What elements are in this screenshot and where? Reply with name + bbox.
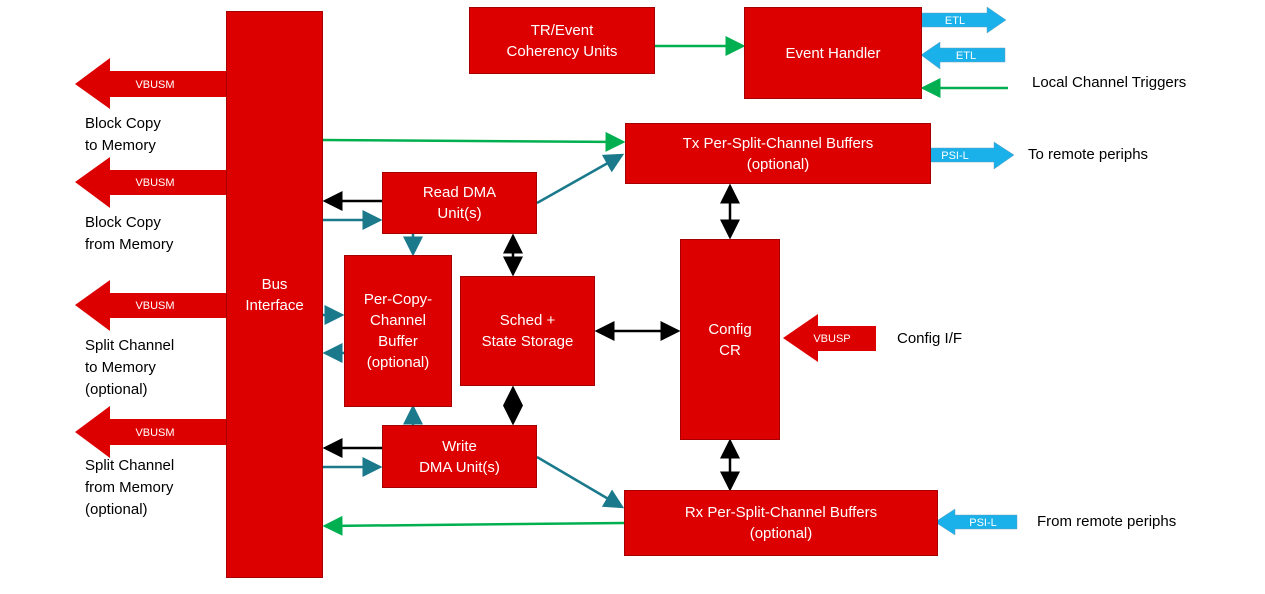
wire-read-dma-to-tx	[536, 153, 625, 205]
vbusm-arrow-split-from: VBUSM	[75, 406, 227, 458]
wire-rx-to-bus	[322, 515, 625, 536]
svg-text:VBUSM: VBUSM	[135, 427, 174, 439]
label-local-channel-triggers: Local Channel Triggers	[1032, 74, 1187, 91]
label-from-remote-periphs: From remote periphs	[1037, 513, 1177, 530]
vbusm-arrow-split-to: VBUSM	[75, 280, 227, 331]
psil-in-arrow: PSI-L	[934, 508, 1018, 536]
bus-interface-label: Bus Interface	[245, 276, 304, 314]
config-cr-block: Config CR	[680, 239, 780, 440]
label-block-copy-from-memory: Block Copy from Memory	[85, 214, 174, 253]
wire-write-dma-to-rx	[536, 455, 625, 509]
event-handler-block: Event Handler	[744, 7, 922, 99]
label-block-copy-to-memory: Block Copy to Memory	[85, 115, 161, 154]
psil-out-arrow: PSI-L	[929, 141, 1015, 170]
per-copy-buffer-block: Per-Copy- Channel Buffer (optional)	[344, 255, 452, 407]
etl-out-arrow: ETL	[921, 6, 1007, 34]
svg-text:VBUSM: VBUSM	[135, 300, 174, 312]
label-split-channel-to-memory: Split Channel to Memory (optional)	[85, 337, 175, 398]
svg-text:VBUSM: VBUSM	[135, 177, 174, 189]
sched-state-block: Sched + State Storage	[460, 276, 595, 386]
label-to-remote-periphs: To remote periphs	[1028, 146, 1149, 163]
svg-text:PSI-L: PSI-L	[941, 150, 969, 162]
label-config-if: Config I/F	[897, 330, 963, 347]
svg-text:VBUSP: VBUSP	[813, 333, 850, 345]
vbusp-arrow: VBUSP	[783, 314, 876, 362]
svg-text:ETL: ETL	[945, 15, 965, 27]
vbusm-arrow-block-copy-from: VBUSM	[75, 157, 227, 208]
svg-text:ETL: ETL	[956, 50, 976, 62]
svg-text:VBUSM: VBUSM	[135, 79, 174, 91]
rx-buffers-block: Rx Per-Split-Channel Buffers (optional)	[624, 490, 938, 556]
write-dma-block: Write DMA Unit(s)	[382, 425, 537, 488]
tx-buffers-block: Tx Per-Split-Channel Buffers (optional)	[625, 123, 931, 184]
wire-bus-to-tx	[322, 131, 626, 152]
label-split-channel-from-memory: Split Channel from Memory (optional)	[85, 457, 175, 518]
read-dma-block: Read DMA Unit(s)	[382, 172, 537, 234]
tr-event-coherency-block: TR/Event Coherency Units	[469, 7, 655, 74]
bus-interface-block: Bus Interface	[226, 11, 323, 578]
vbusm-arrow-block-copy-to: VBUSM	[75, 58, 227, 109]
svg-text:PSI-L: PSI-L	[969, 517, 997, 529]
etl-in-arrow: ETL	[920, 41, 1006, 70]
